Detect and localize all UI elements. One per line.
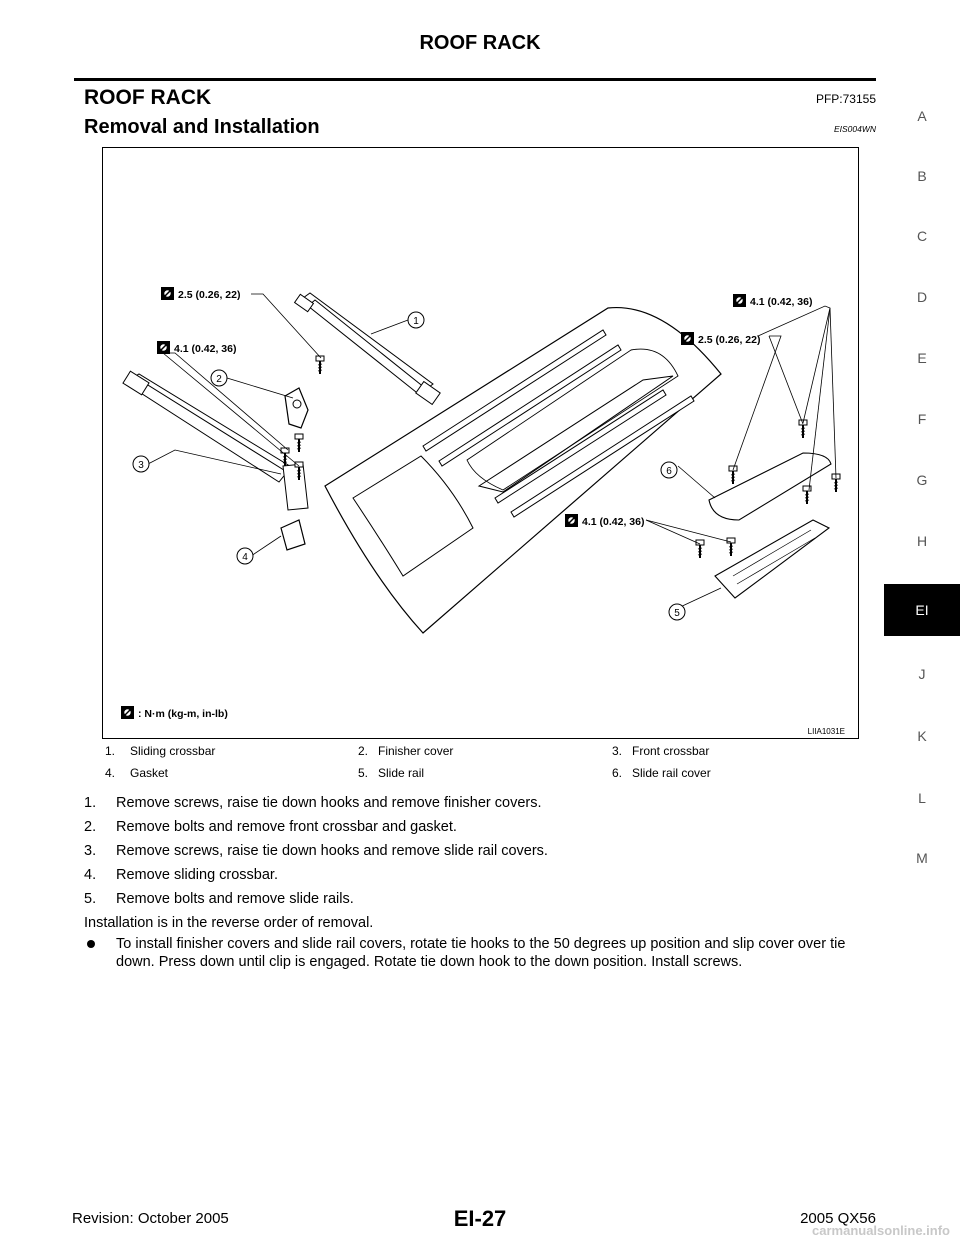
bullet-note: To install finisher covers and slide rai… xyxy=(84,935,874,971)
footer-page-number: EI-27 xyxy=(453,1206,507,1231)
section-index-tabs: A B C D E F G H EI J K L M xyxy=(884,96,960,916)
slide-rail xyxy=(714,519,831,599)
torque-label-4: 2.5 (0.26, 22) xyxy=(698,334,760,346)
center-panel xyxy=(466,348,679,491)
installation-note: Installation is in the reverse order of … xyxy=(84,915,374,931)
header-rule xyxy=(74,78,876,81)
legend-name: Front crossbar xyxy=(632,744,710,758)
tab-b[interactable]: B xyxy=(917,168,927,184)
torque-label-1: 2.5 (0.26, 22) xyxy=(178,289,240,301)
torque-label-2: 4.1 (0.42, 36) xyxy=(174,343,236,355)
callout-6: 6 xyxy=(666,466,672,477)
legend-num: 3. xyxy=(612,744,623,758)
legend-num: 5. xyxy=(358,766,369,780)
sliding-crossbar xyxy=(293,292,441,406)
legend-name: Slide rail xyxy=(378,766,425,780)
callout-2: 2 xyxy=(216,374,222,385)
footer-revision: Revision: October 2005 xyxy=(72,1210,229,1227)
footer-model: 2005 QX56 xyxy=(800,1210,876,1227)
tab-h[interactable]: H xyxy=(916,533,928,549)
units-key: : N·m (kg-m, in-lb) xyxy=(138,708,228,720)
tab-a[interactable]: A xyxy=(917,108,927,124)
roof-rack-illustration: 2.5 (0.26, 22) 4.1 (0.42, 36) 4.1 (0.42,… xyxy=(102,147,859,739)
legend-num: 6. xyxy=(612,766,623,780)
slide-rail-cover xyxy=(708,452,832,521)
front-crossbar xyxy=(122,370,309,511)
legend-row: 4. Gasket 5. Slide rail 6. Slide rail co… xyxy=(102,763,859,785)
sunroof-opening xyxy=(352,455,474,577)
tab-l[interactable]: L xyxy=(918,790,926,806)
torque-label-3: 4.1 (0.42, 36) xyxy=(750,296,812,308)
legend-name: Sliding crossbar xyxy=(130,744,216,758)
legend-name: Gasket xyxy=(130,766,169,780)
tab-c[interactable]: C xyxy=(916,228,928,244)
callout-4: 4 xyxy=(242,552,248,563)
procedure-step: 5.Remove bolts and remove slide rails. xyxy=(84,891,354,907)
legend-name: Slide rail cover xyxy=(632,766,711,780)
roof-ribs xyxy=(422,329,695,518)
pfp-code: PFP:73155 xyxy=(815,92,876,106)
watermark: carmanualsonline.info xyxy=(812,1223,950,1238)
tab-j[interactable]: J xyxy=(918,666,926,682)
parts-legend: 1. Sliding crossbar 2. Finisher cover 3.… xyxy=(102,741,859,785)
torque-label-5: 4.1 (0.42, 36) xyxy=(582,516,644,528)
tab-g[interactable]: G xyxy=(916,472,928,488)
tab-f[interactable]: F xyxy=(917,411,927,427)
tab-k[interactable]: K xyxy=(917,728,927,744)
legend-num: 2. xyxy=(358,744,369,758)
subsection-code: EIS004WN xyxy=(833,124,876,134)
bullet-icon xyxy=(87,940,95,948)
legend-name: Finisher cover xyxy=(378,744,454,758)
legend-row: 1. Sliding crossbar 2. Finisher cover 3.… xyxy=(102,741,859,763)
tab-m[interactable]: M xyxy=(916,850,928,866)
callout-3: 3 xyxy=(138,460,144,471)
figure-id: LIIA1031E xyxy=(808,727,845,736)
procedure-step: 3.Remove screws, raise tie down hooks an… xyxy=(84,843,548,859)
running-header-title: ROOF RACK xyxy=(419,32,541,54)
section-title: ROOF RACK xyxy=(84,86,212,109)
legend-num: 1. xyxy=(105,744,116,758)
procedure: 1.Remove screws, raise tie down hooks an… xyxy=(84,793,874,971)
exploded-diagram: 2.5 (0.26, 22) 4.1 (0.42, 36) 4.1 (0.42,… xyxy=(120,286,845,736)
tab-d[interactable]: D xyxy=(916,289,928,305)
gasket xyxy=(280,519,306,551)
procedure-step: 2.Remove bolts and remove front crossbar… xyxy=(84,819,457,835)
tab-e[interactable]: E xyxy=(917,350,927,366)
callout-1: 1 xyxy=(413,316,419,327)
subsection-title: Removal and Installation xyxy=(84,116,320,138)
tab-ei-active[interactable]: EI xyxy=(884,584,960,636)
procedure-step: 4.Remove sliding crossbar. xyxy=(84,867,278,883)
procedure-step: 1.Remove screws, raise tie down hooks an… xyxy=(84,795,542,811)
callout-5: 5 xyxy=(674,608,680,619)
legend-num: 4. xyxy=(105,766,116,780)
